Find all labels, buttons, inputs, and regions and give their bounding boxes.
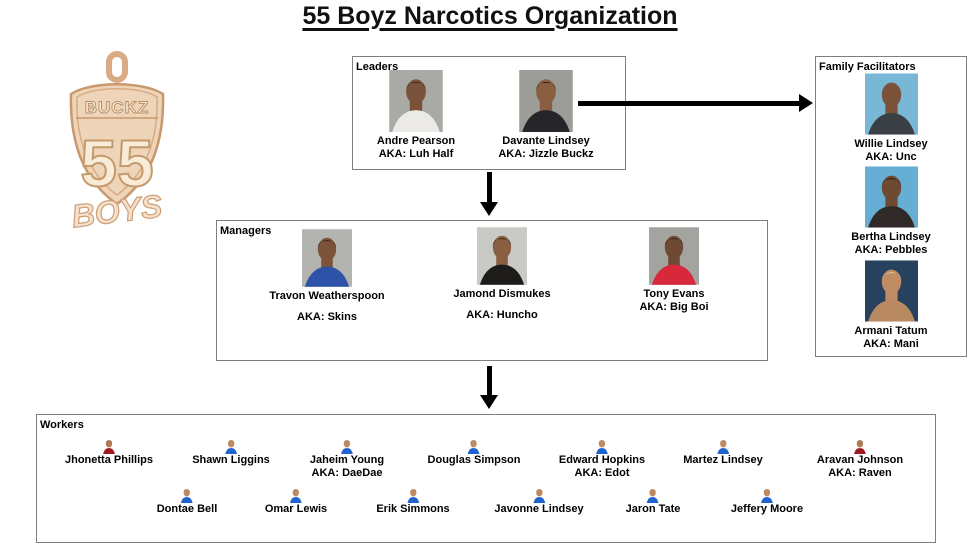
person-card-travon-weatherspoon: Travon Weatherspoon AKA: Skins xyxy=(267,229,387,324)
worker-name: Jaheim Young xyxy=(309,454,385,466)
person-aka: AKA: Luh Half xyxy=(378,148,454,160)
pendant-shield xyxy=(69,83,165,206)
worker-douglas-simpson: Douglas Simpson xyxy=(427,439,521,467)
arrow-down-head-icon xyxy=(480,202,498,216)
mugshot-photo xyxy=(865,260,918,322)
person-male-icon xyxy=(340,439,354,454)
55-boyz-pendant-logo: BUCKZ 55 BOYS xyxy=(69,51,165,232)
person-card-davante-lindsey: Davante Lindsey AKA: Jizzle Buckz xyxy=(486,70,606,161)
person-name: Travon Weatherspoon xyxy=(269,290,385,302)
mugshot-photo xyxy=(865,166,918,228)
pendant-bail xyxy=(106,51,128,83)
person-aka: AKA: Unc xyxy=(865,151,917,163)
page-title: 55 Boyz Narcotics Organization xyxy=(302,2,678,30)
arrow-leaders-to-family-facilitators xyxy=(578,101,800,106)
worker-name: Edward Hopkins xyxy=(558,454,646,466)
person-aka: AKA: Pebbles xyxy=(854,244,928,256)
worker-name: Erik Simmons xyxy=(376,503,450,515)
person-name: Willie Lindsey xyxy=(854,138,928,150)
mugshot-photo xyxy=(865,73,918,135)
worker-jeffery-moore: Jeffery Moore xyxy=(731,488,803,516)
worker-name: Javonne Lindsey xyxy=(494,503,584,515)
person-card-andre-pearson: Andre Pearson AKA: Luh Half xyxy=(356,70,476,161)
person-male-icon xyxy=(760,488,774,503)
person-male-icon xyxy=(467,439,481,454)
person-female-icon xyxy=(853,439,867,454)
worker-name: Jaron Tate xyxy=(625,503,681,515)
person-aka: AKA: Mani xyxy=(863,338,919,350)
worker-javonne-lindsey: Javonne Lindsey xyxy=(494,488,584,516)
workers-box-label: Workers xyxy=(40,419,84,431)
person-name: Armani Tatum xyxy=(854,325,928,337)
arrow-leaders-to-managers xyxy=(487,172,492,203)
worker-name: Douglas Simpson xyxy=(427,454,521,466)
mugshot-photo xyxy=(649,227,699,285)
person-card-willie-lindsey: Willie Lindsey AKA: Unc xyxy=(816,73,966,164)
worker-dontae-bell: Dontae Bell xyxy=(156,488,218,516)
managers-box: Managers Travon Weatherspoon AKA: Skins … xyxy=(216,220,768,361)
worker-jaron-tate: Jaron Tate xyxy=(625,488,681,516)
person-male-icon xyxy=(289,488,303,503)
person-aka: AKA: Jizzle Buckz xyxy=(498,148,594,160)
arrow-managers-to-workers xyxy=(487,366,492,396)
worker-name: Jeffery Moore xyxy=(730,503,804,515)
family-facilitators-box: Family Facilitators Willie Lindsey AKA: … xyxy=(815,56,967,357)
worker-jaheim-young: Jaheim Young AKA: DaeDae xyxy=(310,439,384,480)
pendant-text-55: 55 xyxy=(80,126,153,200)
worker-name: Shawn Liggins xyxy=(192,454,270,466)
mugshot-photo xyxy=(519,70,573,132)
worker-aka: AKA: Raven xyxy=(828,467,892,479)
leaders-box-label: Leaders xyxy=(356,61,399,73)
worker-martez-lindsey: Martez Lindsey xyxy=(683,439,763,467)
person-name: Jamond Dismukes xyxy=(453,288,551,300)
person-male-icon xyxy=(646,488,660,503)
workers-box: Workers Jhonetta Phillips Shawn Liggins … xyxy=(36,414,936,543)
worker-aka: AKA: Edot xyxy=(574,467,630,479)
worker-shawn-liggins: Shawn Liggins xyxy=(192,439,270,467)
person-male-icon xyxy=(180,488,194,503)
person-male-icon xyxy=(406,488,420,503)
person-name: Tony Evans xyxy=(643,288,705,300)
person-card-tony-evans: Tony Evans AKA: Big Boi xyxy=(614,227,734,314)
worker-name: Aravan Johnson xyxy=(816,454,904,466)
person-male-icon xyxy=(224,439,238,454)
arrow-down-head-icon xyxy=(480,395,498,409)
mugshot-photo xyxy=(477,227,527,285)
worker-erik-simmons: Erik Simmons xyxy=(376,488,450,516)
mugshot-photo xyxy=(389,70,443,132)
pendant-text-buckz: BUCKZ xyxy=(85,98,150,117)
managers-box-label: Managers xyxy=(220,225,272,237)
leaders-box: Leaders Andre Pearson AKA: Luh Half Dava… xyxy=(352,56,626,170)
worker-name: Dontae Bell xyxy=(156,503,218,515)
worker-aka: AKA: DaeDae xyxy=(311,467,383,479)
worker-name: Martez Lindsey xyxy=(683,454,763,466)
mugshot-photo xyxy=(302,229,352,287)
person-male-icon xyxy=(716,439,730,454)
person-male-icon xyxy=(532,488,546,503)
person-aka: AKA: Huncho xyxy=(466,309,538,321)
arrow-right-head-icon xyxy=(799,94,813,112)
person-aka: AKA: Big Boi xyxy=(639,301,709,313)
worker-omar-lewis: Omar Lewis xyxy=(265,488,327,516)
worker-jhonetta-phillips: Jhonetta Phillips xyxy=(65,439,153,467)
person-female-icon xyxy=(102,439,116,454)
person-card-bertha-lindsey: Bertha Lindsey AKA: Pebbles xyxy=(816,166,966,257)
worker-edward-hopkins: Edward Hopkins AKA: Edot xyxy=(559,439,645,480)
person-male-icon xyxy=(595,439,609,454)
person-name: Andre Pearson xyxy=(376,135,456,147)
person-aka: AKA: Skins xyxy=(297,311,357,323)
person-card-armani-tatum: Armani Tatum AKA: Mani xyxy=(816,260,966,351)
worker-name: Jhonetta Phillips xyxy=(64,454,154,466)
worker-aravan-johnson: Aravan Johnson AKA: Raven xyxy=(817,439,903,480)
person-name: Davante Lindsey xyxy=(502,135,590,147)
worker-name: Omar Lewis xyxy=(264,503,328,515)
person-name: Bertha Lindsey xyxy=(851,231,931,243)
person-card-jamond-dismukes: Jamond Dismukes AKA: Huncho xyxy=(442,227,562,322)
family-facilitators-box-label: Family Facilitators xyxy=(819,61,916,73)
